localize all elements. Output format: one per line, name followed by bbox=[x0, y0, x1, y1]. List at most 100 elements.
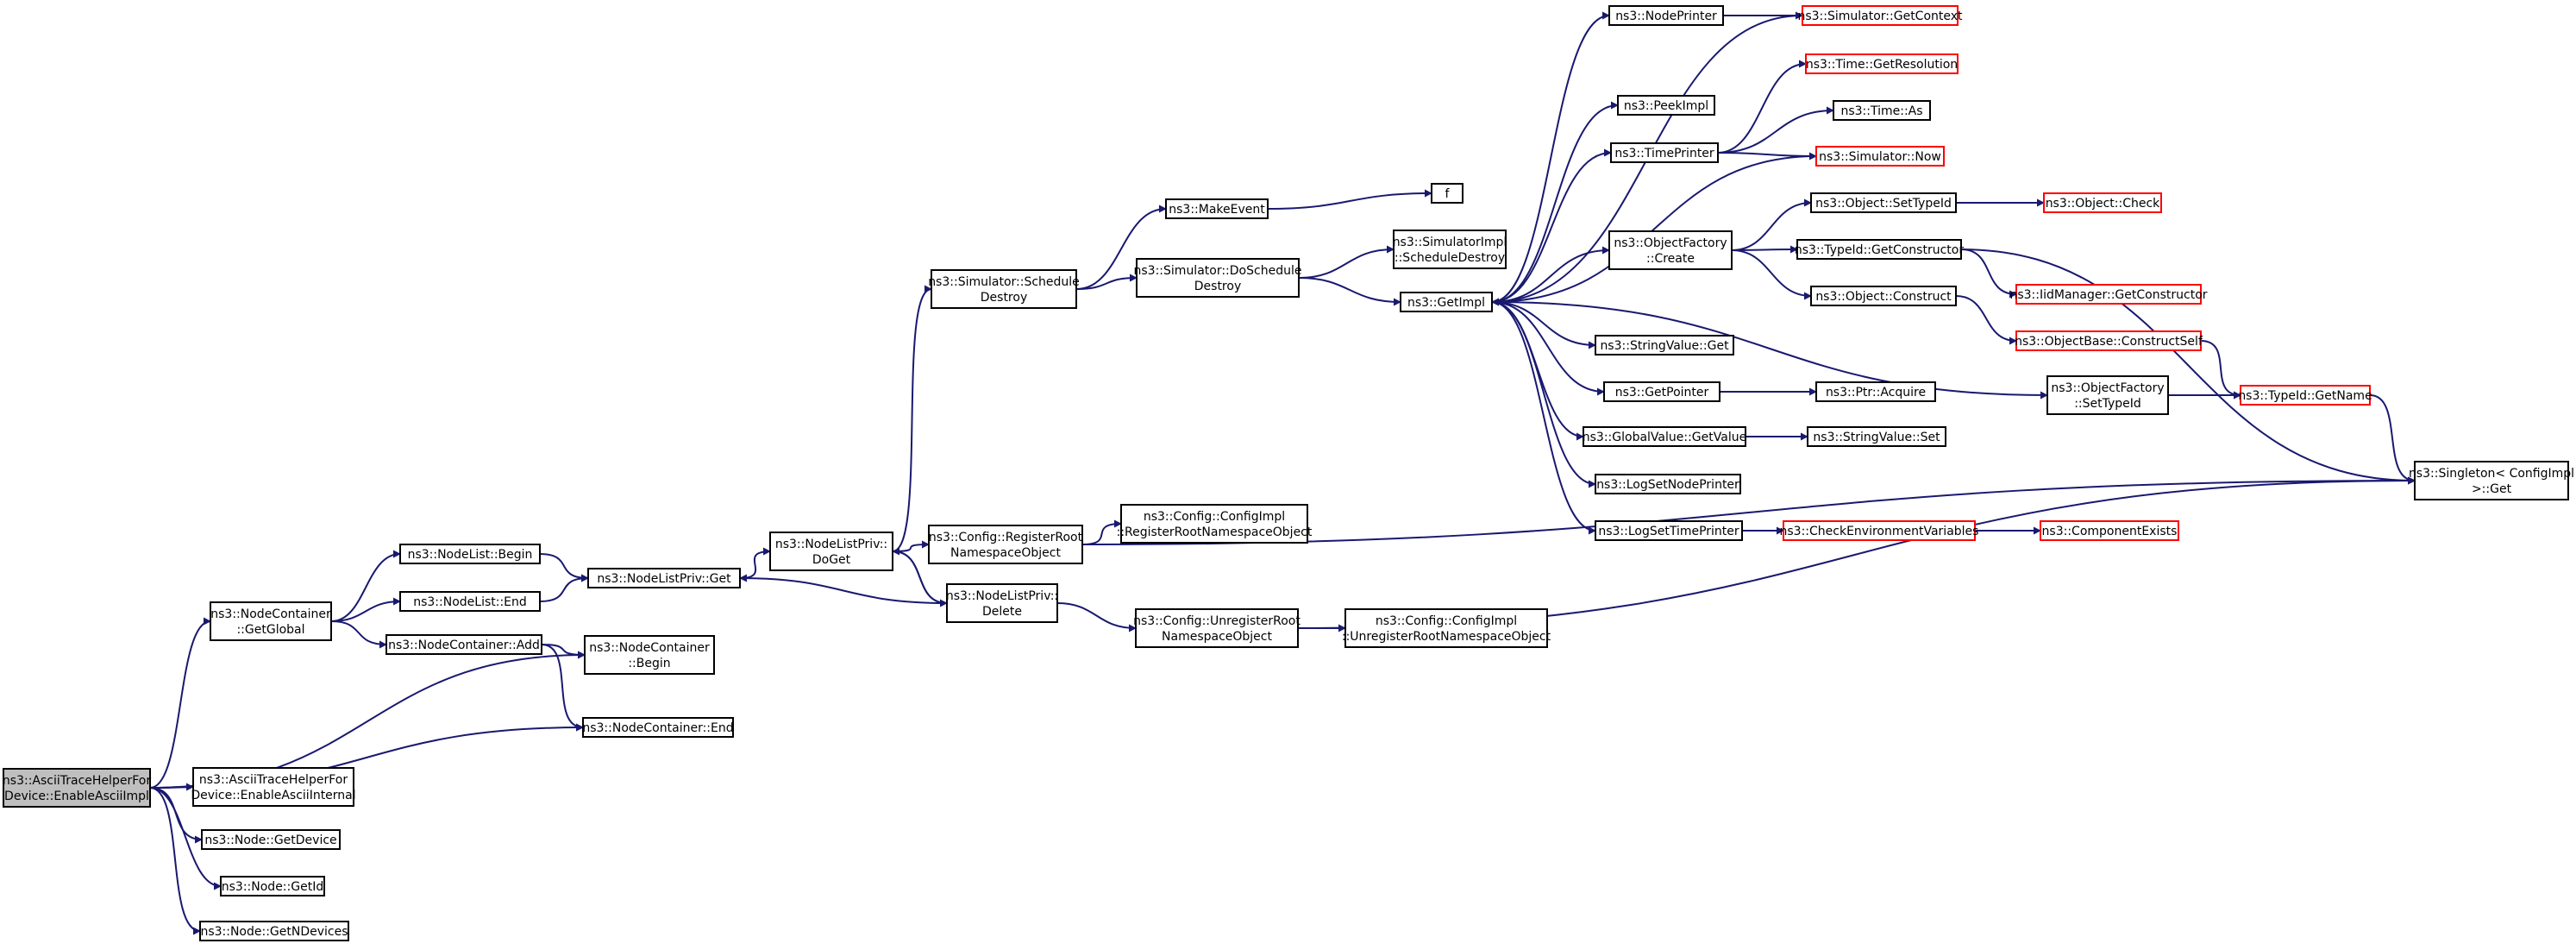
node-stringvalue-get[interactable]: ns3::StringValue::Get bbox=[1595, 335, 1734, 355]
node-box bbox=[1344, 608, 1548, 648]
node-objectfactory-settypeid[interactable]: ns3::ObjectFactory::SetTypeId bbox=[2046, 375, 2169, 415]
edge-getimpl-to-nodeprinter bbox=[1491, 11, 1610, 303]
node-objectbase-constructself[interactable]: ns3::ObjectBase::ConstructSelf bbox=[2015, 330, 2203, 351]
node-nlp-get[interactable]: ns3::NodeListPriv::Get bbox=[587, 568, 741, 588]
node-timeprinter[interactable]: ns3::TimePrinter bbox=[1610, 142, 1719, 163]
edge-nc-add-to-nc-begin bbox=[541, 644, 586, 659]
node-box bbox=[1595, 335, 1734, 355]
node-peekimpl[interactable]: ns3::PeekImpl bbox=[1617, 95, 1715, 116]
node-stringvalue-set[interactable]: ns3::StringValue::Set bbox=[1807, 426, 1946, 447]
node-node-getdevice[interactable]: ns3::Node::GetDevice bbox=[201, 829, 341, 850]
edge-timeprinter-to-sim-now bbox=[1717, 152, 1817, 160]
node-box bbox=[3, 768, 151, 808]
node-label: Destroy bbox=[1194, 280, 1241, 293]
node-box bbox=[399, 591, 541, 612]
node-nc-getglobal[interactable]: ns3::NodeContainer::GetGlobal bbox=[210, 601, 332, 641]
node-nl-end[interactable]: ns3::NodeList::End bbox=[399, 591, 541, 612]
node-box bbox=[584, 635, 715, 675]
node-makeevent[interactable]: ns3::MakeEvent bbox=[1165, 198, 1269, 219]
node-box bbox=[1583, 426, 1746, 447]
node-object-check[interactable]: ns3::Object::Check bbox=[2043, 192, 2162, 213]
edge-sim-scheduledestroy-to-makeevent bbox=[1075, 204, 1167, 290]
node-label: ns3::Node::GetId bbox=[222, 880, 323, 894]
edge-sim-doscheduledestroy-to-simimpl-scheduledestroy bbox=[1298, 245, 1395, 279]
node-ptr-acquire[interactable]: ns3::Ptr::Acquire bbox=[1815, 381, 1936, 402]
node-label: ns3::NodePrinter bbox=[1615, 9, 1717, 23]
node-label: ::Create bbox=[1646, 252, 1695, 266]
node-box bbox=[1136, 258, 1300, 298]
node-cfg-unregisterroot[interactable]: ns3::Config::UnregisterRootNamespaceObje… bbox=[1133, 608, 1301, 648]
node-box bbox=[1617, 95, 1715, 116]
node-node-getid[interactable]: ns3::Node::GetId bbox=[220, 876, 325, 897]
node-label: ::SetTypeId bbox=[2074, 397, 2141, 411]
edge-objectfactory-create-to-object-construct bbox=[1731, 249, 1812, 300]
node-globalvalue-getvalue[interactable]: ns3::GlobalValue::GetValue bbox=[1583, 426, 1746, 447]
node-box bbox=[399, 544, 541, 564]
node-cfg-registerroot[interactable]: ns3::Config::RegisterRootNamespaceObject bbox=[928, 525, 1083, 564]
node-getimpl[interactable]: ns3::GetImpl bbox=[1400, 292, 1493, 312]
node-label: DoGet bbox=[812, 553, 851, 567]
node-simimpl-scheduledestroy[interactable]: ns3::SimulatorImpl::ScheduleDestroy bbox=[1393, 230, 1507, 269]
node-iidmanager-getconstructor[interactable]: ns3::IidManager::GetConstructor bbox=[2009, 284, 2208, 305]
node-label: ns3::NodeContainer::Add bbox=[388, 639, 540, 652]
edge-nl-begin-to-nlp-get bbox=[539, 553, 589, 582]
node-nlp-doget[interactable]: ns3::NodeListPriv::DoGet bbox=[769, 532, 893, 571]
edge-getimpl-to-peekimpl bbox=[1491, 101, 1619, 303]
node-nc-begin[interactable]: ns3::NodeContainer::Begin bbox=[584, 635, 715, 675]
node-label: Device::EnableAsciiImpl bbox=[4, 790, 149, 803]
edge-typeid-getname-to-singleton-get bbox=[2369, 394, 2416, 485]
node-label: ns3::ObjectFactory bbox=[1614, 236, 1727, 250]
edge-nlp-doget-to-cfg-registerroot bbox=[892, 540, 930, 552]
node-f[interactable]: f bbox=[1431, 183, 1463, 204]
node-sim-scheduledestroy[interactable]: ns3::Simulator::ScheduleDestroy bbox=[928, 269, 1080, 309]
node-componentexists[interactable]: ns3::ComponentExists bbox=[2040, 520, 2179, 541]
node-box bbox=[2015, 284, 2202, 305]
node-typeid-getconstructor[interactable]: ns3::TypeId::GetConstructor bbox=[1795, 239, 1964, 260]
node-sim-getcontext[interactable]: ns3::Simulator::GetContext bbox=[1797, 5, 1963, 26]
node-object-settypeid[interactable]: ns3::Object::SetTypeId bbox=[1810, 192, 1957, 213]
edge-object-construct-to-objectbase-constructself bbox=[1955, 295, 2017, 345]
node-label: ns3::Config::ConfigImpl bbox=[1376, 614, 1517, 628]
node-label: ns3::NodeList::End bbox=[413, 595, 527, 609]
node-box bbox=[1608, 230, 1733, 270]
edge-nlp-delete-to-cfg-unregisterroot bbox=[1056, 602, 1137, 632]
node-nc-add[interactable]: ns3::NodeContainer::Add bbox=[385, 634, 542, 655]
node-typeid-getname[interactable]: ns3::TypeId::GetName bbox=[2238, 385, 2372, 406]
edges-layer bbox=[149, 11, 2416, 935]
node-checkenvvars[interactable]: ns3::CheckEnvironmentVariables bbox=[1780, 520, 1979, 541]
node-enableasciiinternal[interactable]: ns3::AsciiTraceHelperForDevice::EnableAs… bbox=[191, 767, 356, 807]
node-time-as[interactable]: ns3::Time::As bbox=[1833, 100, 1931, 121]
node-label: ns3::GlobalValue::GetValue bbox=[1583, 431, 1746, 444]
node-label: ns3::Time::As bbox=[1840, 104, 1922, 118]
node-label: ns3::NodeListPriv::Get bbox=[597, 572, 731, 586]
node-label: ns3::GetImpl bbox=[1407, 296, 1485, 310]
node-logsettimeprinter[interactable]: ns3::LogSetTimePrinter bbox=[1595, 520, 1743, 541]
node-box bbox=[210, 601, 332, 641]
node-label: ns3::StringValue::Get bbox=[1600, 339, 1729, 353]
node-label: ns3::Config::UnregisterRoot bbox=[1133, 614, 1301, 628]
edge-objectfactory-create-to-typeid-getconstructor bbox=[1731, 245, 1798, 254]
node-enableasciiimpl[interactable]: ns3::AsciiTraceHelperForDevice::EnableAs… bbox=[3, 768, 151, 808]
node-singleton-get[interactable]: ns3::Singleton< ConfigImpl >::Get bbox=[2409, 461, 2574, 500]
node-getpointer[interactable]: ns3::GetPointer bbox=[1603, 381, 1720, 402]
node-nl-begin[interactable]: ns3::NodeList::Begin bbox=[399, 544, 541, 564]
node-node-getndevices[interactable]: ns3::Node::GetNDevices bbox=[199, 921, 349, 941]
node-objectfactory-create[interactable]: ns3::ObjectFactory::Create bbox=[1608, 230, 1733, 270]
edge-timeprinter-to-time-as bbox=[1717, 106, 1834, 154]
node-nc-end[interactable]: ns3::NodeContainer::End bbox=[582, 717, 734, 738]
node-cfgimpl-unregisterroot[interactable]: ns3::Config::ConfigImpl::UnregisterRootN… bbox=[1342, 608, 1551, 648]
node-cfgimpl-registerroot[interactable]: ns3::Config::ConfigImpl::RegisterRootNam… bbox=[1117, 504, 1313, 544]
edge-typeid-getconstructor-to-singleton-get bbox=[1960, 249, 2416, 485]
edge-objectfactory-create-to-object-settypeid bbox=[1731, 198, 1812, 251]
node-object-construct[interactable]: ns3::Object::Construct bbox=[1810, 286, 1957, 306]
node-box bbox=[1595, 520, 1743, 541]
node-nodeprinter[interactable]: ns3::NodePrinter bbox=[1608, 5, 1724, 26]
node-label: ns3::ObjectBase::ConstructSelf bbox=[2015, 335, 2203, 349]
node-label: ns3::SimulatorImpl bbox=[1393, 236, 1507, 249]
node-logsetnodeprinter[interactable]: ns3::LogSetNodePrinter bbox=[1595, 474, 1741, 494]
node-time-getresolution[interactable]: ns3::Time::GetResolution bbox=[1805, 53, 1959, 74]
node-nlp-delete[interactable]: ns3::NodeListPriv::Delete bbox=[946, 583, 1058, 623]
node-sim-now[interactable]: ns3::Simulator::Now bbox=[1815, 146, 1945, 167]
